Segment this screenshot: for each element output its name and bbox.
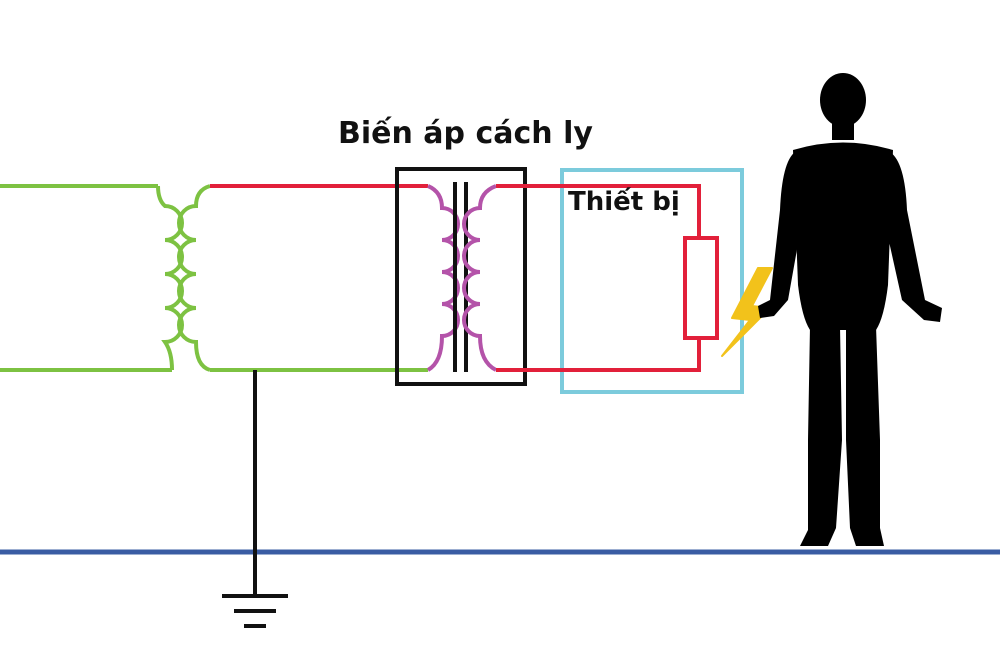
lightning-bolt-icon xyxy=(721,267,773,357)
supply-primary-wire xyxy=(0,184,172,372)
isolation-secondary-coil xyxy=(462,184,498,372)
device-label: Thiết bị xyxy=(568,187,680,217)
isolation-transformer-box xyxy=(395,167,527,386)
isolation-transformer-label: Biến áp cách ly xyxy=(338,116,593,151)
supply-secondary-coil xyxy=(177,184,211,372)
isolation-core xyxy=(453,182,468,372)
device-enclosure xyxy=(560,168,744,394)
device-load-resistor xyxy=(683,236,719,340)
earth-ground-icon xyxy=(222,594,288,628)
supply-primary-coil xyxy=(156,185,184,371)
human-silhouette-icon xyxy=(758,73,942,546)
device-circuit-wire xyxy=(496,184,701,372)
